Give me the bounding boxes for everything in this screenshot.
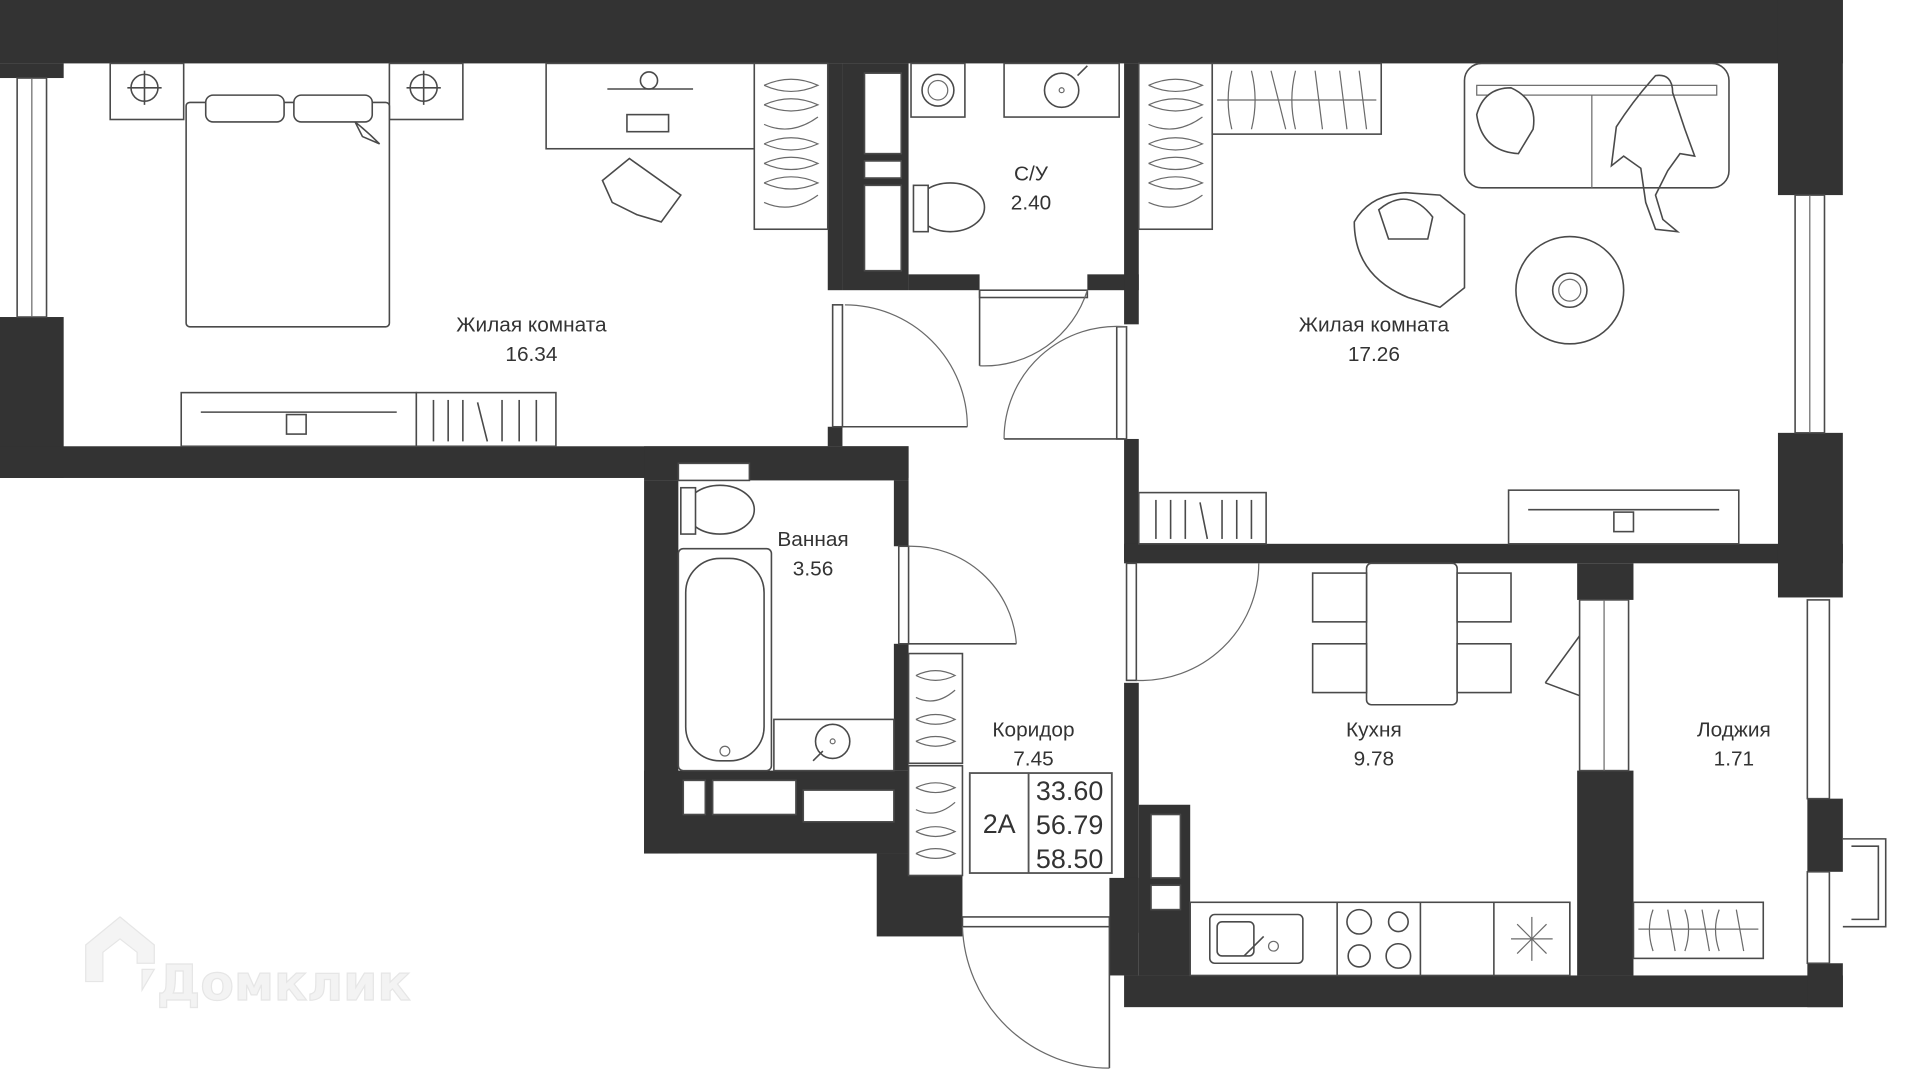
bath-sink bbox=[773, 718, 895, 772]
drying-rack bbox=[1632, 901, 1765, 960]
wardrobe bbox=[1137, 62, 1214, 231]
entrance-door bbox=[961, 916, 1111, 928]
chair bbox=[1456, 643, 1512, 694]
total-area: 56.79 bbox=[1036, 810, 1103, 840]
kitchen: Кухня 9.78 bbox=[1150, 562, 1571, 977]
pillow bbox=[293, 94, 374, 123]
corridor: Коридор 7.45 bbox=[907, 652, 1075, 877]
room-name: Жилая комната bbox=[456, 314, 607, 337]
wardrobe bbox=[907, 652, 964, 765]
room-area: 17.26 bbox=[1348, 343, 1400, 366]
wall-loggia-right bbox=[1807, 798, 1843, 872]
wall-right-mid bbox=[1777, 432, 1843, 598]
wall-living2-left bbox=[1124, 438, 1139, 561]
doors bbox=[831, 289, 1630, 1069]
tv-stand bbox=[180, 391, 418, 448]
wc: С/У 2.40 bbox=[863, 62, 1120, 272]
wall-loggia-corner bbox=[1807, 963, 1843, 1008]
room-name: Лоджия bbox=[1697, 719, 1771, 742]
wall-bottom bbox=[1124, 975, 1843, 1008]
round-rug bbox=[1515, 235, 1625, 345]
wall-top-right bbox=[1777, 0, 1843, 196]
door-kitchen bbox=[1125, 562, 1138, 682]
living-room: Жилая комната 17.26 bbox=[1137, 62, 1740, 545]
room-name: Жилая комната bbox=[1299, 314, 1450, 337]
wall-top bbox=[0, 0, 1843, 64]
balcony-ledge bbox=[1842, 838, 1887, 928]
wall-bedroom-right-low bbox=[827, 426, 843, 447]
wall-wc-right bbox=[1124, 63, 1139, 325]
room-name: С/У bbox=[1014, 162, 1049, 185]
windows bbox=[16, 77, 1887, 965]
room-area: 16.34 bbox=[505, 343, 557, 366]
door-bedroom bbox=[831, 304, 844, 428]
snowflake-icon bbox=[1511, 916, 1553, 961]
person-figure bbox=[1610, 74, 1696, 233]
bathtub bbox=[677, 547, 773, 772]
double-bed bbox=[185, 101, 391, 328]
office-chair bbox=[601, 157, 682, 223]
wardrobe-top bbox=[1211, 62, 1383, 135]
room-area: 3.56 bbox=[793, 558, 834, 581]
wall-bath-right-low bbox=[893, 643, 909, 771]
door-wc bbox=[978, 289, 1089, 299]
wardrobe bbox=[753, 62, 829, 231]
shelf bbox=[863, 72, 903, 155]
loggia: Лоджия 1.71 bbox=[1632, 719, 1771, 960]
room-area: 7.45 bbox=[1013, 748, 1054, 771]
wall-kitchen-loggia-top bbox=[1577, 563, 1634, 600]
domclick-watermark: Домклик bbox=[85, 916, 411, 1012]
bedroom: Жилая комната 16.34 bbox=[109, 62, 829, 448]
room-area: 9.78 bbox=[1354, 748, 1395, 771]
wall-entry-right bbox=[1109, 877, 1139, 976]
room-area: 2.40 bbox=[1011, 192, 1052, 215]
wardrobe bbox=[907, 764, 964, 877]
keyboard bbox=[626, 113, 670, 133]
window-loggia bbox=[1806, 599, 1831, 800]
watermark-text: Домклик bbox=[157, 955, 411, 1012]
apartment-type: 2A bbox=[983, 809, 1016, 839]
wall-left-top bbox=[0, 63, 64, 79]
wc-sink bbox=[1003, 62, 1120, 118]
wall-kitchen-left bbox=[1124, 682, 1139, 933]
area-summary: 2A 33.60 56.79 58.50 bbox=[968, 772, 1113, 874]
chair bbox=[1311, 572, 1368, 623]
walls bbox=[0, 0, 1843, 1008]
tv-stand bbox=[1507, 489, 1740, 545]
living-area: 33.60 bbox=[1036, 776, 1103, 806]
wall-living2-bottom bbox=[1124, 543, 1843, 564]
desk bbox=[545, 62, 756, 150]
bookshelf bbox=[1137, 491, 1267, 545]
house-logo-icon bbox=[85, 916, 156, 993]
chair bbox=[1311, 643, 1368, 694]
pillow bbox=[204, 94, 285, 123]
room-name: Кухня bbox=[1346, 719, 1402, 742]
chair bbox=[1456, 572, 1512, 623]
cushion bbox=[1475, 86, 1535, 155]
washing-machine bbox=[910, 62, 966, 118]
room-name: Коридор bbox=[992, 719, 1074, 742]
door-bathroom bbox=[897, 545, 910, 645]
wall-bedroom-right bbox=[827, 63, 843, 291]
bathroom: Ванная 3.56 bbox=[677, 462, 895, 823]
wall-kitchen-loggia bbox=[1577, 770, 1634, 976]
door-living2 bbox=[1115, 325, 1128, 440]
nightstand-left bbox=[109, 62, 185, 121]
wall-bath-right-top bbox=[893, 480, 909, 547]
room-area: 1.71 bbox=[1714, 748, 1755, 771]
wall-wc-bottom-left bbox=[908, 274, 980, 291]
room-name: Ванная bbox=[777, 528, 848, 551]
nightstand-right bbox=[388, 62, 464, 121]
total-area-with-loggia: 58.50 bbox=[1036, 844, 1103, 874]
window-loggia-lower bbox=[1806, 871, 1831, 965]
dining-table bbox=[1365, 562, 1458, 706]
kitchen-sink bbox=[1209, 913, 1304, 965]
hangers bbox=[763, 78, 820, 208]
